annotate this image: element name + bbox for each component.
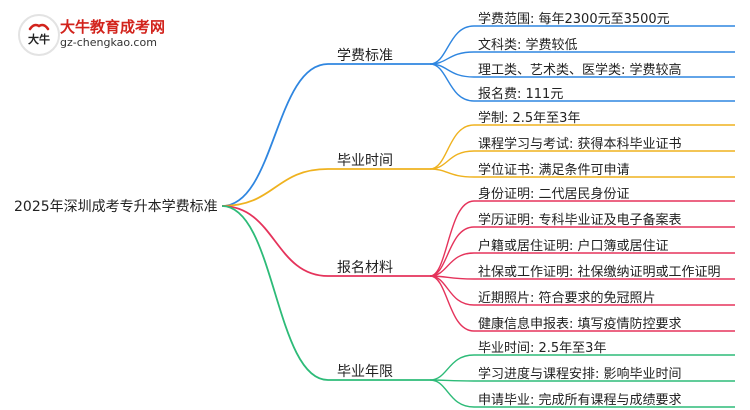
- logo-title: 大牛教育成考网: [60, 18, 166, 36]
- connector-fees-leaf-0: [429, 25, 475, 65]
- connector-graduation-time-leaf-0: [429, 124, 475, 170]
- leaf-materials-3[interactable]: 社保或工作证明: 社保缴纳证明或工作证明: [478, 265, 721, 280]
- leaf-fees-3[interactable]: 报名费: 111元: [478, 87, 564, 102]
- branch-graduation-years[interactable]: 毕业年限: [337, 364, 393, 380]
- root-topic[interactable]: 2025年深圳成考专升本学费标准: [14, 199, 218, 215]
- connector-graduation-time-leaf-1: [429, 150, 475, 170]
- connector-graduation-years-leaf-2: [429, 379, 475, 408]
- leaf-graduation-years-0[interactable]: 毕业时间: 2.5年至3年: [478, 341, 607, 356]
- leaf-materials-2[interactable]: 户籍或居住证明: 户口簿或居住证: [478, 239, 669, 254]
- leaf-materials-0[interactable]: 身份证明: 二代居民身份证: [478, 187, 630, 202]
- leaf-graduation-time-2[interactable]: 学位证书: 满足条件可申请: [478, 163, 630, 178]
- leaf-fees-2[interactable]: 理工类、艺术类、医学类: 学费较高: [478, 63, 682, 78]
- leaf-materials-1[interactable]: 学历证明: 专科毕业证及电子备案表: [478, 213, 682, 228]
- logo-badge-icon: 大牛: [18, 14, 60, 56]
- logo-url: gz-chengkao.com: [60, 36, 157, 49]
- branch-materials[interactable]: 报名材料: [337, 260, 393, 276]
- leaf-materials-4[interactable]: 近期照片: 符合要求的免冠照片: [478, 291, 656, 306]
- leaf-graduation-years-1[interactable]: 学习进度与课程安排: 影响毕业时间: [478, 367, 682, 382]
- connector-graduation-years-leaf-0: [429, 354, 475, 381]
- leaf-graduation-years-2[interactable]: 申请毕业: 完成所有课程与成绩要求: [478, 393, 682, 408]
- leaf-graduation-time-1[interactable]: 课程学习与考试: 获得本科毕业证书: [478, 137, 682, 152]
- connector-root-graduation-years: [221, 205, 329, 381]
- connector-materials-leaf-4: [429, 275, 475, 306]
- connector-graduation-time-leaf-2: [429, 168, 475, 178]
- leaf-graduation-time-0[interactable]: 学制: 2.5年至3年: [478, 111, 581, 126]
- connector-root-graduation-time: [221, 168, 329, 207]
- connector-materials-leaf-2: [429, 252, 475, 277]
- branch-fees[interactable]: 学费标准: [337, 48, 393, 64]
- connector-root-fees: [221, 63, 329, 207]
- leaf-fees-1[interactable]: 文科类: 学费较低: [478, 38, 578, 53]
- connector-fees-leaf-3: [429, 63, 475, 102]
- leaf-fees-0[interactable]: 学费范围: 每年2300元至3500元: [478, 12, 670, 27]
- logo-badge-text: 大牛: [28, 32, 50, 46]
- branch-graduation-time[interactable]: 毕业时间: [337, 153, 393, 169]
- connector-materials-leaf-5: [429, 275, 475, 332]
- connector-materials-leaf-1: [429, 226, 475, 277]
- connector-root-materials: [221, 205, 329, 277]
- leaf-materials-5[interactable]: 健康信息申报表: 填写疫情防控要求: [478, 317, 682, 332]
- connector-materials-leaf-0: [429, 200, 475, 277]
- site-logo[interactable]: 大牛 大牛教育成考网 gz-chengkao.com: [18, 14, 218, 56]
